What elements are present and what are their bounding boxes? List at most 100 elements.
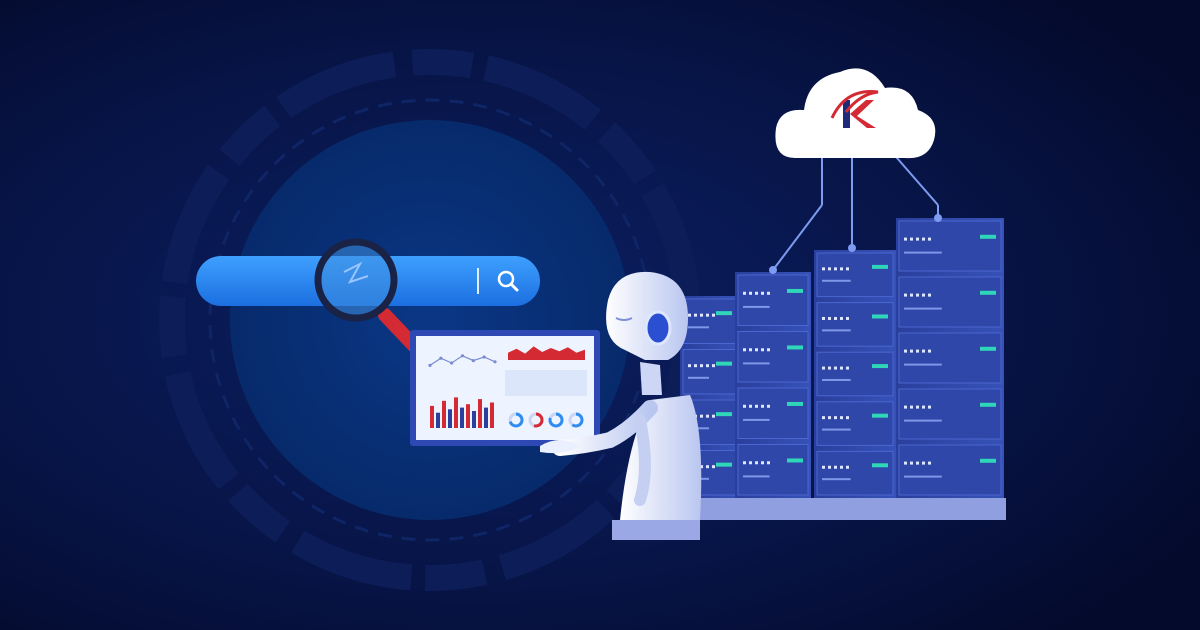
donut-value — [548, 412, 564, 428]
server-led-white — [840, 316, 843, 320]
server-led-white — [928, 349, 931, 353]
server-led-green — [872, 264, 888, 269]
server-unit — [898, 388, 1002, 440]
server-led-white — [928, 293, 931, 297]
server-base — [812, 498, 898, 520]
server-led-white — [743, 404, 746, 408]
server-led-white — [767, 348, 770, 352]
server-led-white — [743, 348, 746, 352]
server-led-white — [767, 291, 770, 295]
server-slot — [743, 418, 770, 421]
area-chart — [508, 346, 585, 360]
server-led-white — [700, 414, 703, 418]
bar-chart-bar — [460, 407, 464, 428]
server-led-white — [922, 293, 925, 297]
server-led-white — [767, 404, 770, 408]
server-unit — [682, 298, 738, 344]
server-led-white — [688, 364, 691, 368]
server-led-white — [706, 414, 709, 418]
server-unit — [898, 444, 1002, 496]
server-led-green — [787, 401, 803, 406]
server-led-green — [787, 288, 803, 293]
dashboard-screen — [410, 330, 600, 446]
server-led-white — [928, 237, 931, 241]
server-led-green — [980, 290, 996, 295]
donut-charts — [508, 412, 584, 428]
area-chart-fill — [508, 346, 585, 360]
server-unit — [816, 401, 894, 446]
server-led-green — [872, 413, 888, 418]
server-led-white — [822, 267, 825, 271]
server-led-white — [904, 237, 907, 241]
server-slot — [904, 307, 942, 310]
server-slot — [688, 376, 709, 379]
donut-value — [508, 412, 524, 428]
bar-chart-bar — [448, 409, 452, 428]
server-led-white — [761, 291, 764, 295]
server-led-white — [910, 237, 913, 241]
server-unit — [816, 302, 894, 347]
server-base — [894, 498, 1006, 520]
server-led-white — [712, 414, 715, 418]
server-led-white — [834, 316, 837, 320]
server-led-white — [755, 291, 758, 295]
server-led-white — [822, 316, 825, 320]
search-icon[interactable] — [497, 270, 519, 292]
server-led-white — [743, 291, 746, 295]
server-led-green — [980, 234, 996, 239]
server-led-white — [706, 313, 709, 317]
server-led-white — [834, 465, 837, 469]
bar-chart-bar — [490, 402, 494, 428]
server-led-white — [712, 465, 715, 469]
server-led-white — [712, 364, 715, 368]
bar-chart-bar — [454, 397, 458, 428]
server-unit — [898, 332, 1002, 384]
server-led-green — [716, 412, 732, 417]
server-slot — [822, 279, 851, 282]
server-led-white — [922, 237, 925, 241]
bar-chart-bar — [442, 400, 446, 428]
server-led-white — [834, 416, 837, 420]
robot — [540, 271, 702, 540]
server-racks — [678, 218, 1006, 520]
server-led-white — [761, 348, 764, 352]
server-led-green — [716, 361, 732, 366]
server-led-white — [761, 461, 764, 465]
server-led-white — [904, 293, 907, 297]
server-led-white — [828, 267, 831, 271]
server-unit — [898, 276, 1002, 328]
server-unit — [737, 274, 809, 326]
server-led-white — [916, 349, 919, 353]
server-led-white — [706, 465, 709, 469]
server-led-white — [700, 364, 703, 368]
server-led-white — [749, 461, 752, 465]
donut-value — [568, 412, 584, 428]
bar-chart-bar — [472, 411, 476, 428]
server-slot — [743, 362, 770, 365]
bar-chart-bar — [436, 412, 440, 428]
server-led-white — [928, 461, 931, 465]
bar-chart-bar — [466, 404, 470, 428]
server-led-white — [840, 465, 843, 469]
server-led-white — [767, 461, 770, 465]
server-slot — [904, 419, 942, 422]
k-logo-icon — [830, 90, 879, 128]
line-chart-point — [428, 363, 432, 367]
server-unit — [737, 444, 809, 496]
server-led-white — [700, 313, 703, 317]
server-led-white — [706, 364, 709, 368]
server-led-white — [743, 461, 746, 465]
server-led-white — [916, 237, 919, 241]
server-led-white — [840, 416, 843, 420]
server-led-white — [694, 313, 697, 317]
server-slot — [743, 475, 770, 478]
server-led-white — [834, 366, 837, 370]
server-led-white — [755, 348, 758, 352]
server-slot — [904, 475, 942, 478]
server-slot — [822, 428, 851, 431]
server-led-white — [846, 366, 849, 370]
server-led-white — [761, 404, 764, 408]
server-slot — [688, 427, 709, 430]
server-led-white — [904, 349, 907, 353]
donut-value — [528, 412, 544, 428]
